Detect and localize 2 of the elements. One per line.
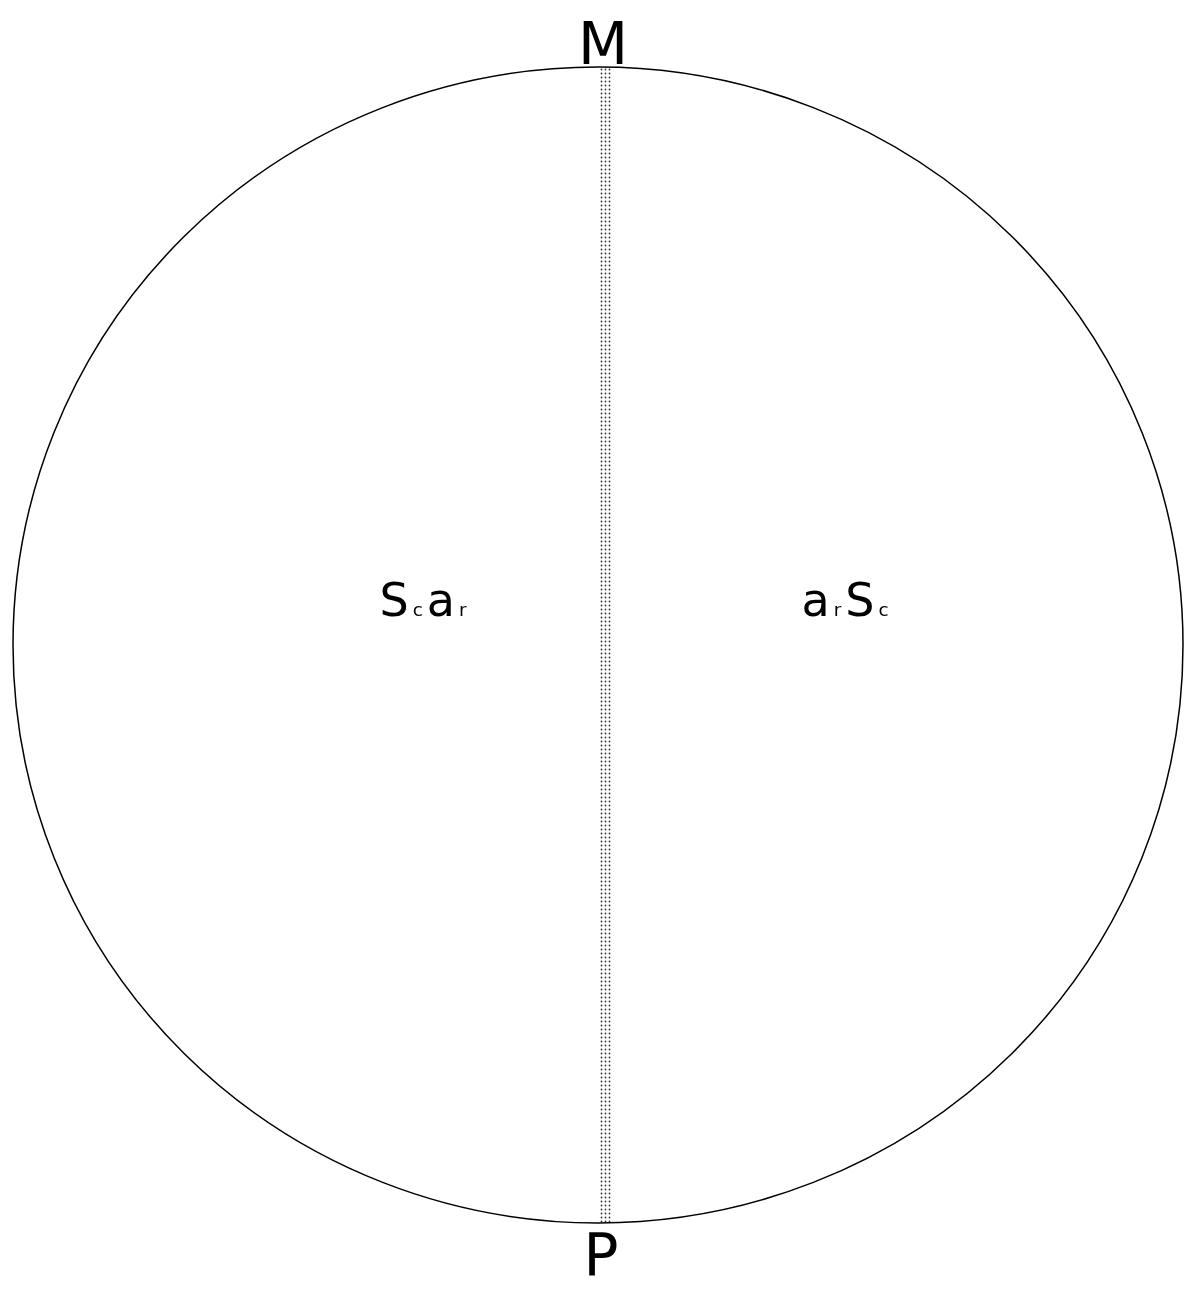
point-label: M xyxy=(578,15,629,73)
point-label: P xyxy=(583,1226,619,1284)
